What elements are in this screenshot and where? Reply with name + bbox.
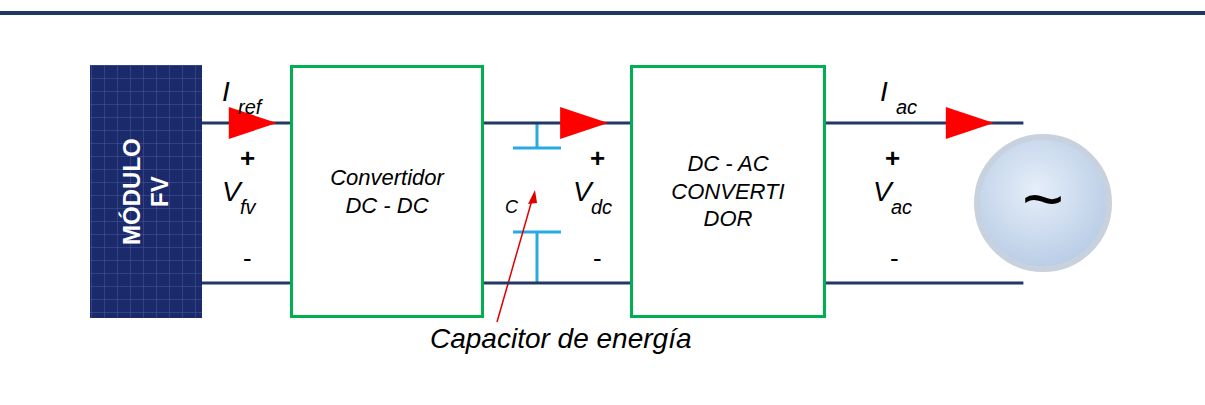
signal-label: + xyxy=(590,145,605,171)
wire xyxy=(484,283,630,284)
signal-label: + xyxy=(240,145,255,171)
pv-module: MÓDULO FV xyxy=(90,65,202,318)
signal-label: I xyxy=(222,78,230,106)
signal-label: V xyxy=(222,178,241,206)
capacitor-symbol xyxy=(513,123,561,283)
signal-label: - xyxy=(890,245,899,271)
ac-symbol: ~ xyxy=(1022,163,1064,235)
wire xyxy=(484,107,630,139)
signal-label: - xyxy=(243,245,252,271)
wire xyxy=(202,283,290,284)
converter-box: DC - AC CONVERTI DOR xyxy=(630,65,826,318)
signal-label: ac xyxy=(891,197,912,217)
converter-label: DC - AC CONVERTI DOR xyxy=(666,150,791,233)
signal-label: I xyxy=(880,78,888,106)
leader-head xyxy=(528,190,537,204)
ac-grid-source: ~ xyxy=(973,133,1113,273)
converter-label: Convertidor DC - DC xyxy=(317,164,457,219)
callout-label: Capacitor de energía xyxy=(430,325,692,353)
signal-label: V xyxy=(573,178,592,206)
top-rule xyxy=(0,11,1205,15)
converter-box: Convertidor DC - DC xyxy=(290,65,484,318)
signal-label: dc xyxy=(591,197,612,217)
current-arrow xyxy=(946,107,994,139)
leader-line xyxy=(497,200,532,322)
signal-label: ref xyxy=(238,97,261,117)
signal-label: + xyxy=(885,145,900,171)
signal-label: fv xyxy=(240,197,256,217)
current-arrow xyxy=(560,107,608,139)
wire xyxy=(826,283,1023,284)
signal-label: C xyxy=(505,198,518,216)
signal-label: V xyxy=(873,178,892,206)
module-label: MÓDULO FV xyxy=(118,132,173,252)
signal-label: - xyxy=(593,245,602,271)
wire xyxy=(826,107,1023,139)
signal-label: ac xyxy=(896,97,917,117)
pv-panel xyxy=(90,65,202,318)
